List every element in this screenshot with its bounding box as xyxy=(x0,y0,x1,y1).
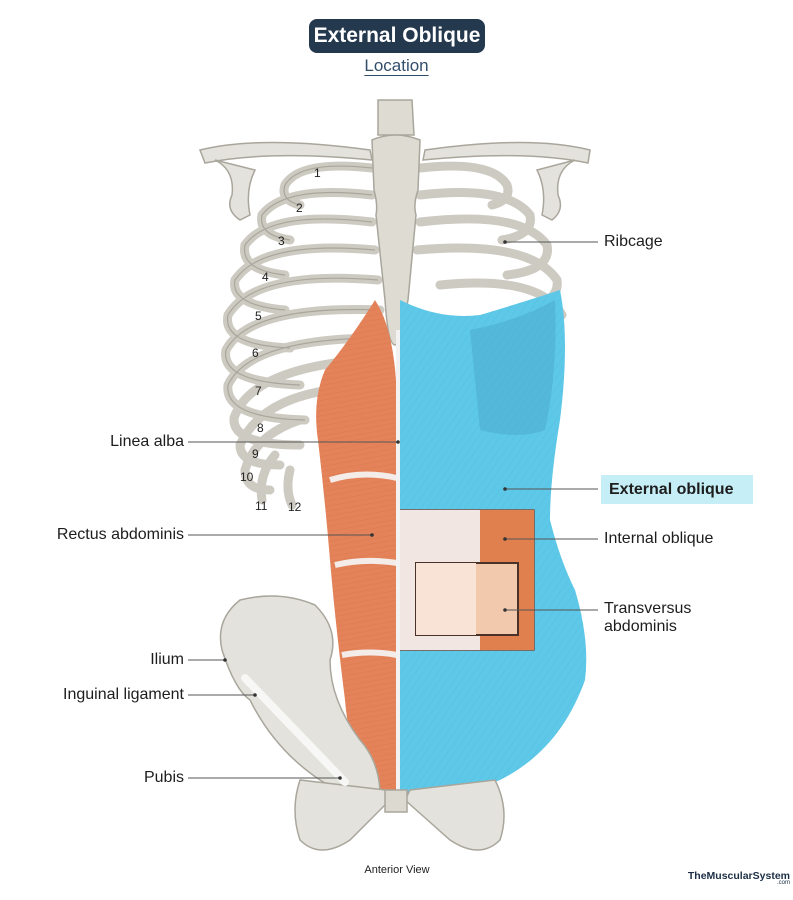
brand-suffix: .com xyxy=(776,880,790,886)
label-rectus-abdominis: Rectus abdominis xyxy=(56,526,184,543)
rib-number-12: 12 xyxy=(288,500,302,514)
brand-name: TheMuscularSystem xyxy=(687,870,790,882)
rib-number-4: 4 xyxy=(262,270,269,284)
label-pubis: Pubis xyxy=(143,769,184,786)
label-linea-alba: Linea alba xyxy=(110,433,184,450)
rib-number-5: 5 xyxy=(255,309,262,323)
label-external-oblique: External oblique xyxy=(601,475,753,504)
rib-number-11: 11 xyxy=(255,499,268,513)
sternum xyxy=(371,99,421,346)
ribs-right xyxy=(412,161,567,320)
view-label: Anterior View xyxy=(364,864,430,876)
clavicles xyxy=(198,141,591,221)
label-ilium: Ilium xyxy=(150,651,184,668)
leader-dots xyxy=(223,240,507,780)
rib-number-9: 9 xyxy=(252,447,259,461)
brand-logo: TheMuscularSystem .com xyxy=(640,870,790,886)
leader-lines xyxy=(188,241,598,779)
ribs-left-outline xyxy=(225,165,383,421)
rib-numbers: 1 2 3 4 5 6 7 8 9 10 11 12 xyxy=(240,166,321,514)
label-transversus-line2: abdominis xyxy=(604,618,677,635)
rib-number-7: 7 xyxy=(255,384,262,398)
rib-number-1: 1 xyxy=(314,166,321,180)
rib-number-3: 3 xyxy=(278,234,285,248)
transversus-window xyxy=(415,562,519,636)
rectus-abdominis-muscle xyxy=(316,300,398,793)
inguinal-ligament xyxy=(241,674,349,786)
rib-number-2: 2 xyxy=(296,201,303,215)
rib-number-10: 10 xyxy=(240,470,254,484)
rib-number-6: 6 xyxy=(252,346,259,360)
label-transversus-line1: Transversus xyxy=(604,600,692,617)
pelvis xyxy=(219,595,505,851)
page-title: External Oblique xyxy=(309,19,485,53)
label-ribcage: Ribcage xyxy=(604,233,663,250)
rib-number-8: 8 xyxy=(257,421,264,435)
page-subtitle: Location xyxy=(364,56,429,75)
label-inguinal-ligament: Inguinal ligament xyxy=(63,686,184,703)
label-internal-oblique: Internal oblique xyxy=(604,530,714,547)
